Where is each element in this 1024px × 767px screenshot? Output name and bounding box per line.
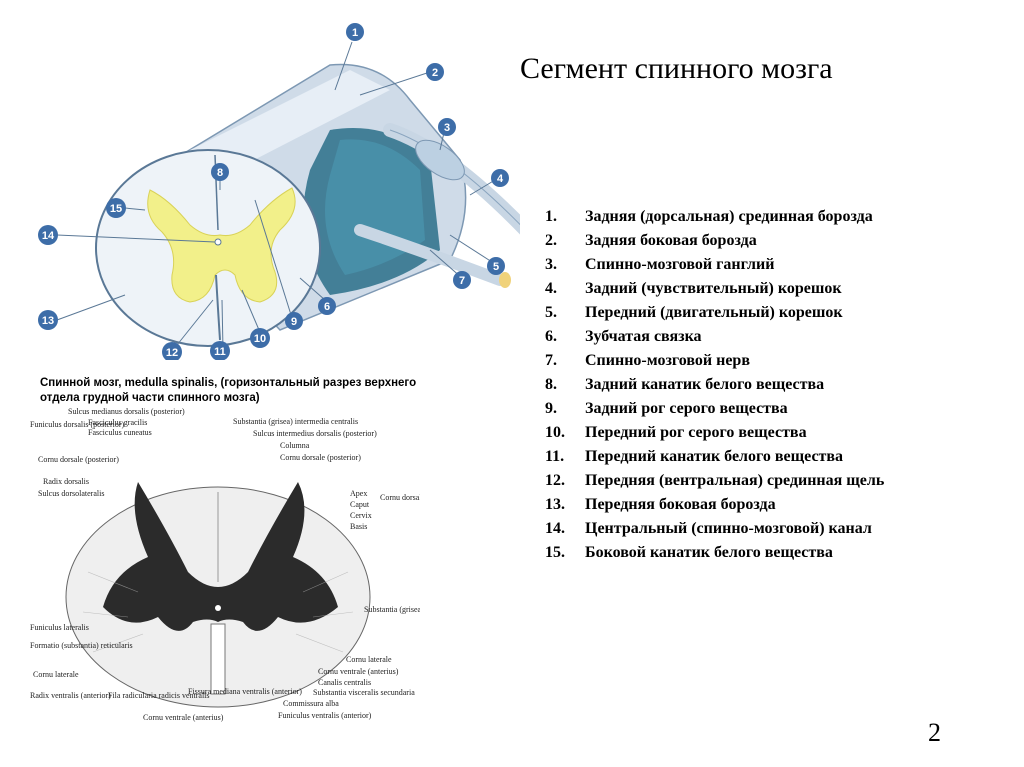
- svg-text:15: 15: [110, 203, 122, 215]
- page-number: 2: [928, 718, 941, 747]
- svg-text:Substantia (grisea) intermedia: Substantia (grisea) intermedia lateralis: [364, 605, 420, 614]
- ventral-root: [354, 224, 506, 286]
- legend-item: 8.Задний канатик белого вещества: [545, 376, 825, 393]
- marker-15: 15: [106, 198, 126, 218]
- marker-11: 11: [210, 341, 230, 360]
- legend-item: 10.Передний рог серого вещества: [545, 424, 807, 441]
- svg-text:9: 9: [291, 316, 297, 328]
- marker-2: 2: [426, 63, 444, 81]
- marker-12: 12: [162, 342, 182, 360]
- svg-text:6: 6: [324, 301, 330, 313]
- gray-matter: [147, 187, 296, 303]
- svg-text:Sulcus dorsolateralis: Sulcus dorsolateralis: [38, 489, 104, 498]
- marker-1: 1: [346, 23, 364, 41]
- slide-title: Сегмент спинного мозга: [520, 52, 833, 85]
- gray-matter-section: [103, 482, 338, 631]
- svg-text:Sulcus medianus dorsalis (post: Sulcus medianus dorsalis (posterior): [68, 407, 185, 416]
- marker-6: 6: [318, 297, 336, 315]
- svg-text:14: 14: [42, 230, 55, 242]
- svg-text:5: 5: [493, 261, 499, 273]
- marker-13: 13: [38, 310, 58, 330]
- svg-text:Fila radicularia radicis ventr: Fila radicularia radicis ventralis: [108, 691, 210, 700]
- svg-text:Canalis centralis: Canalis centralis: [318, 678, 371, 687]
- horizontal-section-illustration: Sulcus medianus dorsalis (posterior) Fun…: [30, 407, 420, 722]
- svg-text:Cornu ventrale (anterius): Cornu ventrale (anterius): [143, 713, 224, 722]
- svg-text:Radix ventralis (anterior): Radix ventralis (anterior): [30, 691, 111, 700]
- svg-text:Radix dorsalis: Radix dorsalis: [43, 477, 89, 486]
- svg-text:Columna: Columna: [280, 441, 310, 450]
- svg-text:Substantia visceralis secundar: Substantia visceralis secundaria: [313, 688, 415, 697]
- legend-item: 1.Задняя (дорсальная) срединная борозда: [545, 208, 873, 225]
- svg-text:13: 13: [42, 315, 54, 327]
- legend-item: 14.Центральный (спинно-мозговой) канал: [545, 520, 872, 537]
- marker-9: 9: [285, 312, 303, 330]
- legend-list: 1.Задняя (дорсальная) срединная борозда …: [545, 205, 965, 565]
- svg-text:Substantia (grisea) intermedia: Substantia (grisea) intermedia centralis: [233, 417, 358, 426]
- svg-text:Basis: Basis: [350, 522, 367, 531]
- marker-7: 7: [453, 271, 471, 289]
- legend-item: 2.Задняя боковая борозда: [545, 232, 757, 249]
- spinal-ganglion: [415, 139, 465, 181]
- legend-item: 6.Зубчатая связка: [545, 328, 702, 345]
- svg-text:Funiculus ventralis (anterior): Funiculus ventralis (anterior): [278, 711, 372, 720]
- svg-text:Cervix: Cervix: [350, 511, 372, 520]
- svg-text:Fasciculus gracilis: Fasciculus gracilis: [88, 418, 147, 427]
- marker-5: 5: [487, 257, 505, 275]
- svg-text:Cornu dorsale (posterior): Cornu dorsale (posterior): [38, 455, 119, 464]
- svg-text:Commissura alba: Commissura alba: [283, 699, 339, 708]
- svg-text:Sulcus intermedius dorsalis (p: Sulcus intermedius dorsalis (posterior): [253, 429, 377, 438]
- svg-text:Cornu dorsale: Cornu dorsale: [380, 493, 420, 502]
- svg-text:11: 11: [214, 346, 226, 358]
- svg-text:7: 7: [459, 275, 465, 287]
- marker-10: 10: [250, 328, 270, 348]
- svg-text:Apex: Apex: [350, 489, 367, 498]
- bottom-figure-caption: Спинной мозг, medulla spinalis, (горизон…: [40, 377, 417, 404]
- spinal-segment-illustration: 1 2 3 4 5 6 7 8 9 10 11 12 13 14 15: [38, 23, 520, 360]
- svg-text:Caput: Caput: [350, 500, 370, 509]
- svg-text:3: 3: [444, 122, 450, 134]
- svg-text:Cornu laterale: Cornu laterale: [346, 655, 392, 664]
- svg-text:8: 8: [217, 167, 223, 179]
- legend-item: 12.Передняя (вентральная) срединная щель: [545, 472, 885, 489]
- svg-text:Funiculus lateralis: Funiculus lateralis: [30, 623, 89, 632]
- svg-text:Fissura mediana ventralis (ant: Fissura mediana ventralis (anterior): [188, 687, 302, 696]
- legend-item: 5.Передний (двигательный) корешок: [545, 304, 843, 321]
- svg-text:4: 4: [497, 173, 504, 185]
- legend-item: 11.Передний канатик белого вещества: [545, 448, 844, 465]
- legend-item: 15.Боковой канатик белого вещества: [545, 544, 833, 561]
- marker-4: 4: [491, 169, 509, 187]
- svg-text:1: 1: [352, 27, 358, 39]
- legend-item: 13.Передняя боковая борозда: [545, 496, 776, 513]
- svg-text:Fasciculus cuneatus: Fasciculus cuneatus: [88, 428, 152, 437]
- svg-text:Funiculus dorsalis (posterior): Funiculus dorsalis (posterior): [30, 420, 125, 429]
- legend-item: 7.Спинно-мозговой нерв: [545, 352, 750, 369]
- legend-item: 3.Спинно-мозговой ганглий: [545, 256, 775, 273]
- svg-text:Cornu ventrale (anterius): Cornu ventrale (anterius): [318, 667, 399, 676]
- marker-3: 3: [438, 118, 456, 136]
- svg-text:2: 2: [432, 67, 438, 79]
- svg-text:Formatio (substantia) reticula: Formatio (substantia) reticularis: [30, 641, 133, 650]
- svg-text:10: 10: [254, 333, 266, 345]
- marker-8: 8: [211, 163, 229, 181]
- svg-text:Cornu dorsale (posterior): Cornu dorsale (posterior): [280, 453, 361, 462]
- svg-text:Cornu laterale: Cornu laterale: [33, 670, 79, 679]
- svg-text:12: 12: [166, 347, 178, 359]
- legend-item: 9.Задний рог серого вещества: [545, 400, 788, 417]
- legend-item: 4.Задний (чувствительный) корешок: [545, 280, 842, 297]
- marker-14: 14: [38, 225, 58, 245]
